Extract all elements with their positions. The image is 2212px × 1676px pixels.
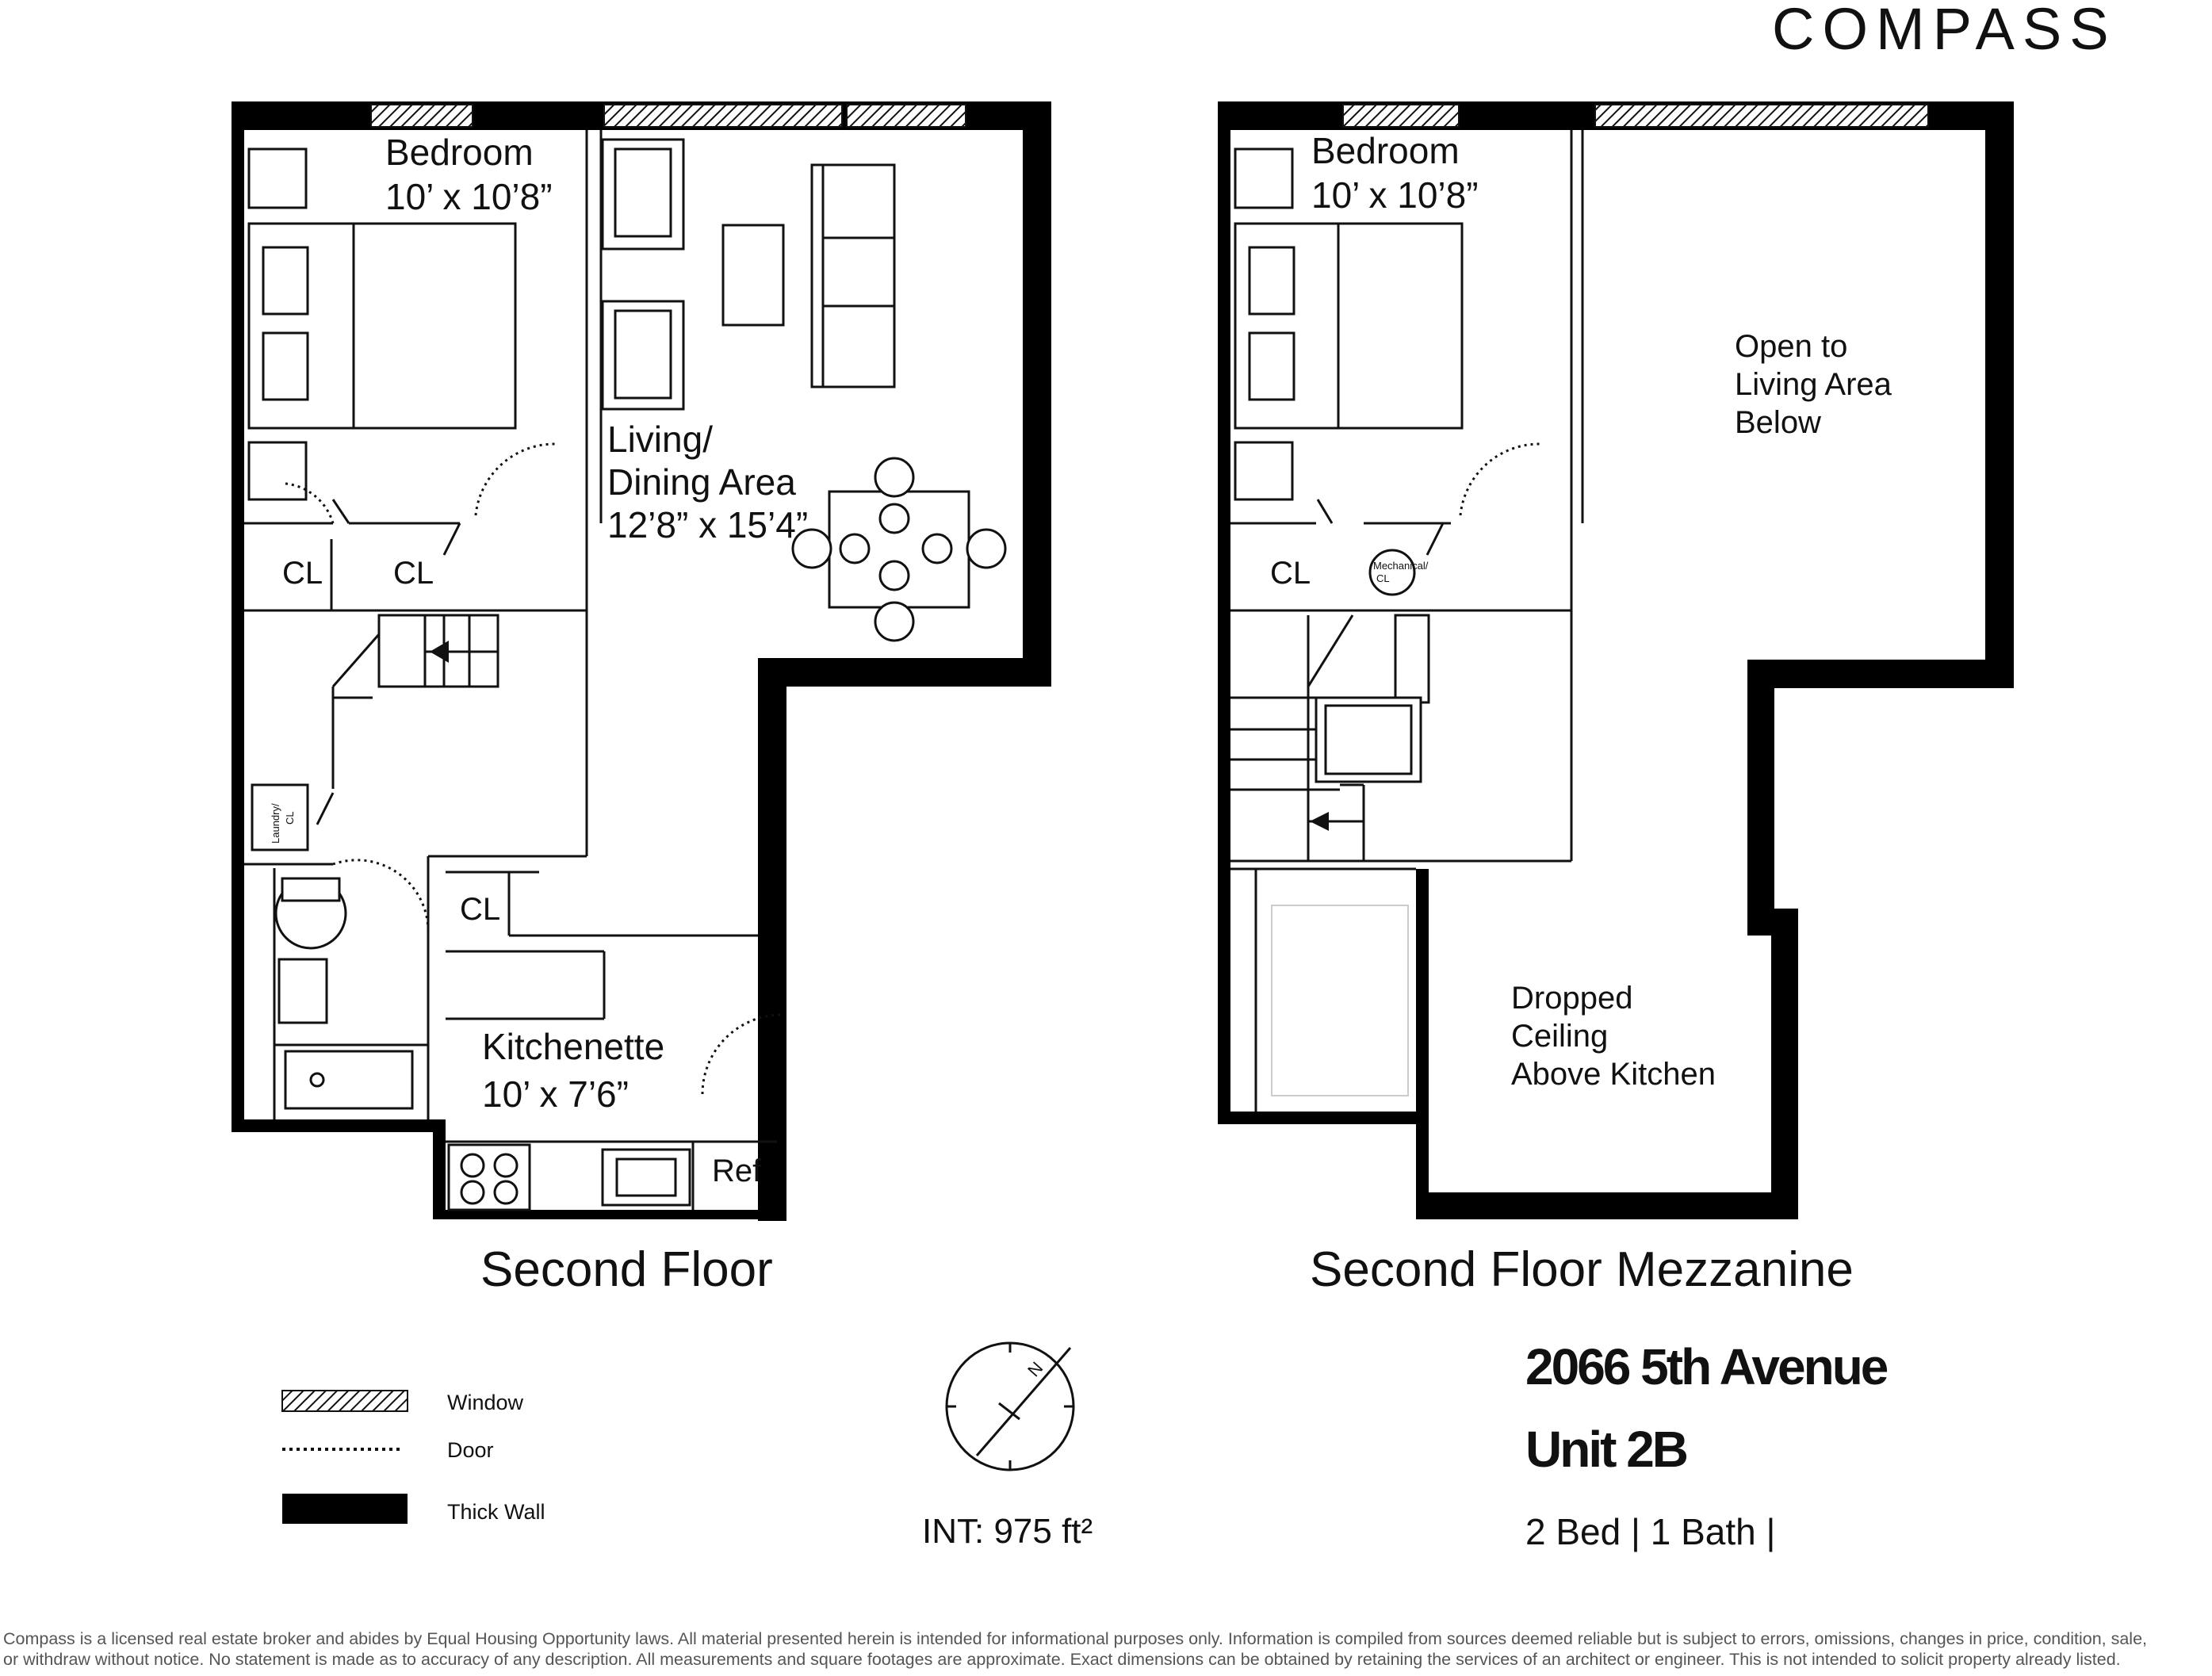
closet-label: CL [460, 892, 500, 927]
window [370, 104, 473, 128]
svg-text:Bedroom: Bedroom [1311, 130, 1460, 171]
bathroom-fixtures [274, 877, 414, 1110]
svg-text:Above Kitchen: Above Kitchen [1511, 1057, 1716, 1092]
arrow-icon [1310, 812, 1329, 831]
interior-walls [244, 130, 758, 1119]
doors [285, 442, 783, 1095]
svg-text:10’ x 10’8”: 10’ x 10’8” [385, 176, 553, 217]
svg-text:Laundry/: Laundry/ [270, 803, 281, 844]
svg-text:Dining Area: Dining Area [607, 461, 796, 503]
svg-text:Living/: Living/ [607, 419, 713, 460]
compass-logo: COMPASS [1772, 0, 2117, 62]
svg-text:Kitchenette: Kitchenette [482, 1026, 664, 1067]
svg-text:10’ x 10’8”: 10’ x 10’8” [1311, 174, 1479, 216]
bedroom-furniture [1234, 147, 1464, 501]
svg-text:Mechanical/: Mechanical/ [1373, 560, 1429, 572]
stairs [1230, 614, 1430, 861]
interior-walls [1230, 130, 1584, 1112]
legend-window-label: Window [447, 1391, 524, 1414]
laundry-label: Laundry/ CL [251, 783, 309, 851]
stairs [331, 614, 499, 789]
svg-text:CL: CL [284, 811, 296, 825]
window [846, 104, 966, 128]
bedroom-label: Bedroom 10’ x 10’8” [385, 132, 553, 217]
interior-area: INT: 975 ft² [922, 1512, 1093, 1551]
svg-text:Dropped: Dropped [1511, 981, 1632, 1016]
svg-text:or withdraw without notice. No: or withdraw without notice. No statement… [3, 1650, 2121, 1669]
thick-wall-swatch [282, 1494, 408, 1524]
unit-number: Unit 2B [1525, 1421, 1687, 1478]
second-floor-plan: Bedroom 10’ x 10’8” Living/ Dining Area … [232, 101, 1051, 1297]
mechanical-closet: Mechanical/ CL [1368, 549, 1429, 596]
north-compass-icon: N [945, 1341, 1075, 1471]
ref-label: Ref [712, 1154, 762, 1188]
living-dining-label: Living/ Dining Area 12’8” x 15’4” [607, 419, 808, 545]
address: 2066 5th Avenue [1525, 1338, 1888, 1395]
arrow-icon [430, 641, 449, 663]
floor-title: Second Floor [480, 1242, 773, 1297]
legend-door-label: Door [447, 1438, 494, 1462]
window [1594, 104, 1929, 128]
thick-walls [232, 101, 1051, 1221]
floor-title: Second Floor Mezzanine [1310, 1242, 1854, 1297]
svg-text:Living Area: Living Area [1735, 367, 1892, 402]
legend: Window Door Thick Wall [281, 1390, 545, 1524]
svg-text:12’8” x 15’4”: 12’8” x 15’4” [607, 504, 808, 545]
svg-text:Below: Below [1735, 405, 1821, 440]
doors [1316, 442, 1540, 556]
svg-text:10’ x 7’6”: 10’ x 7’6” [482, 1073, 629, 1115]
bedroom-label: Bedroom 10’ x 10’8” [1311, 130, 1479, 216]
closet-label: CL [393, 556, 434, 591]
svg-text:Bedroom: Bedroom [385, 132, 534, 173]
closet-label: CL [1270, 556, 1311, 591]
svg-text:Open to: Open to [1735, 329, 1847, 364]
mezzanine-plan: Mechanical/ CL Bedroom 10’ x 10’8” CL Op… [1218, 101, 2014, 1297]
listing-info: 2066 5th Avenue Unit 2B 2 Bed | 1 Bath | [1525, 1338, 1890, 1552]
kitchen-fixtures [446, 1140, 777, 1211]
bedroom-furniture [247, 147, 517, 501]
svg-text:Compass is a licensed real est: Compass is a licensed real estate broker… [3, 1629, 2147, 1648]
dropped-ceiling-note: Dropped Ceiling Above Kitchen [1511, 981, 1716, 1092]
disclaimer: Compass is a licensed real estate broker… [3, 1629, 2147, 1669]
window-swatch [281, 1390, 408, 1412]
open-to-below-note: Open to Living Area Below [1735, 329, 1892, 440]
beds-baths: 2 Bed | 1 Bath | [1525, 1511, 1775, 1552]
window [1342, 104, 1460, 128]
svg-text:Ceiling: Ceiling [1511, 1019, 1608, 1054]
legend-thick-wall-label: Thick Wall [447, 1500, 545, 1524]
svg-text:CL: CL [1376, 572, 1390, 584]
window [603, 104, 843, 128]
bath-ceiling-panel [1271, 905, 1409, 1096]
closet-label: CL [282, 556, 323, 591]
kitchenette-label: Kitchenette 10’ x 7’6” [482, 1026, 664, 1115]
living-furniture [601, 138, 1007, 642]
